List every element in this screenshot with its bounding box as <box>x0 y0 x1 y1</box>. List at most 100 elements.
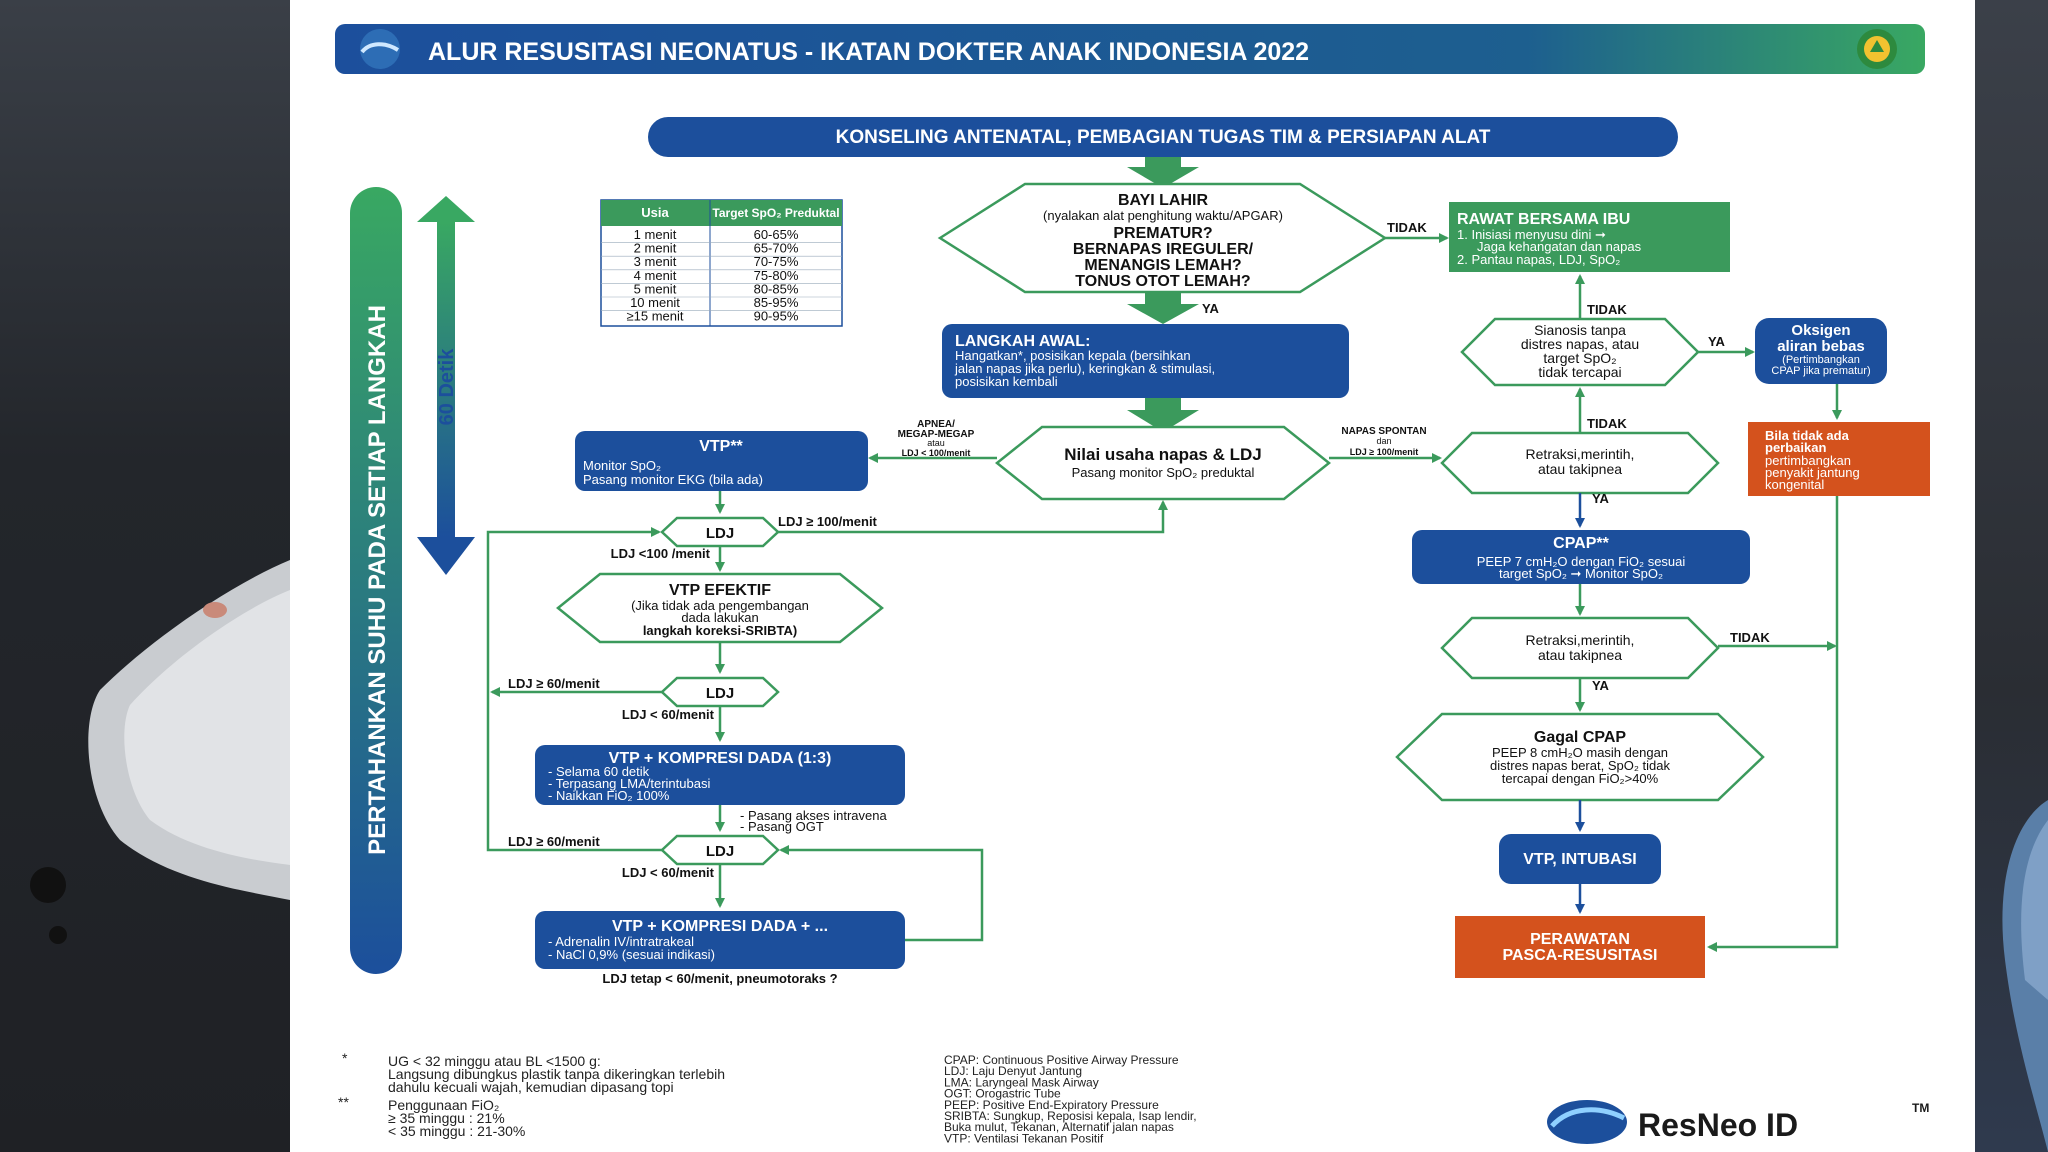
table-cell-age: ≥15 menit <box>627 309 684 324</box>
table-cell-target: 75-80% <box>754 268 799 283</box>
edge-bila-perawatan <box>1707 496 1839 952</box>
oksigen-box <box>1755 318 1887 384</box>
gagal-l1: PEEP 8 cmH₂O masih dengan <box>1492 745 1668 760</box>
label-tidak-1: TIDAK <box>1387 220 1427 235</box>
table-cell-age: 5 menit <box>634 281 677 296</box>
resneo-globe-icon <box>360 29 400 69</box>
bila-l3: pertimbangkan <box>1765 453 1851 468</box>
efektif-title: VTP EFEKTIF <box>669 582 771 599</box>
note-6: < 35 minggu : 21-30% <box>388 1123 525 1139</box>
gagal-cpap-hexagon <box>1395 712 1765 802</box>
kompresi-l3: - Naikkan FiO₂ 100% <box>548 788 670 803</box>
nilai-title: Nilai usaha napas & LDJ <box>1064 445 1261 464</box>
label-akses-2: - Pasang OGT <box>740 819 824 834</box>
temp-label: PERTAHANKAN SUHU PADA SETIAP LANGKAH <box>364 305 391 855</box>
label-ya-2: YA <box>1708 334 1725 349</box>
brand-tm: TM <box>1912 1101 1929 1115</box>
bila-l2: perbaikan <box>1765 440 1826 455</box>
bayi-q4: TONUS OTOT LEMAH? <box>1075 273 1250 290</box>
arrow-down-2 <box>1127 292 1199 324</box>
cpap-l2: target SpO₂ ➞ Monitor SpO₂ <box>1499 566 1663 581</box>
vtp-box <box>575 431 868 491</box>
label-atau: atau <box>927 438 945 448</box>
note-4: Penggunaan FiO₂ <box>388 1097 499 1113</box>
note-2: Langsung dibungkus plastik tanpa dikerin… <box>388 1066 725 1082</box>
table-cell-age: 4 menit <box>634 268 677 283</box>
label-tidak-2: TIDAK <box>1587 302 1627 317</box>
label-tidak-3: TIDAK <box>1587 416 1627 431</box>
abbreviation-line: PEEP: Positive End-Expiratory Pressure <box>944 1098 1159 1112</box>
table-cell-age: 2 menit <box>634 241 677 256</box>
sianosis-l2: distres napas, atau <box>1521 336 1639 352</box>
note-star-1: * <box>342 1050 348 1066</box>
oksigen-title2: aliran bebas <box>1777 338 1865 355</box>
nilai-sub: Pasang monitor SpO₂ preduktal <box>1072 465 1255 480</box>
temp-bar <box>350 187 402 974</box>
table-cell-target: 70-75% <box>754 254 799 269</box>
table-cell-age: 3 menit <box>634 254 677 269</box>
ldj-1: LDJ <box>706 525 734 542</box>
bayi-title: BAYI LAHIR <box>1118 192 1209 209</box>
footnotes: * UG < 32 minggu atau BL <1500 g: Langsu… <box>338 1050 725 1139</box>
gagal-title: Gagal CPAP <box>1534 729 1627 746</box>
edge-ldj1-nilai <box>778 500 1168 534</box>
retraksi1-l2: atau takipnea <box>1538 461 1622 477</box>
label-ldj-ge60-1: LDJ ≥ 60/menit <box>508 676 600 691</box>
vtp-title: VTP** <box>699 438 743 455</box>
abbreviations: CPAP: Continuous Positive Airway Pressur… <box>944 1053 1197 1145</box>
table-cell-target: 60-65% <box>754 227 799 242</box>
efektif-l2: dada lakukan <box>681 610 758 625</box>
vtp-efektif-hexagon <box>556 572 884 644</box>
label-ldj-ge60-2: LDJ ≥ 60/menit <box>508 834 600 849</box>
table-cell-age: 1 menit <box>634 227 677 242</box>
cpap-l1: PEEP 7 cmH₂O dengan FiO₂ sesuai <box>1477 554 1686 569</box>
label-napas-3: LDJ ≥ 100/menit <box>1350 447 1418 457</box>
flowchart-document: ALUR RESUSITASI NEONATUS - IKATAN DOKTER… <box>290 0 1975 1152</box>
gagal-l2: distres napas berat, SpO₂ tidak <box>1490 758 1670 773</box>
abbreviation-line: CPAP: Continuous Positive Airway Pressur… <box>944 1053 1179 1067</box>
vtp-l2: Pasang monitor EKG (bila ada) <box>583 472 763 487</box>
label-ldj-final: LDJ tetap < 60/menit, pneumotoraks ? <box>602 971 837 986</box>
sianosis-l1: Sianosis tanpa <box>1534 322 1626 338</box>
cpap-box <box>1412 530 1750 584</box>
arrow-down-3 <box>1127 398 1199 432</box>
bila-tidak-box <box>1748 422 1930 496</box>
kompresi2-l1: - Adrenalin IV/intratrakeal <box>548 934 694 949</box>
sianosis-l4: tidak tercapai <box>1538 364 1621 380</box>
note-1: UG < 32 minggu atau BL <1500 g: <box>388 1053 601 1069</box>
resneo-globe-icon-large <box>1547 1100 1627 1144</box>
ldj-3: LDJ <box>706 843 734 860</box>
abbreviation-line: SRIBTA: Sungkup, Reposisi kepala, Isap l… <box>944 1109 1197 1123</box>
brand-name: ResNeo ID <box>1638 1107 1798 1143</box>
kompresi2-title: VTP + KOMPRESI DADA + ... <box>612 918 828 935</box>
kompresi2-box <box>535 911 905 969</box>
langkah-l2: jalan napas jika perlu), keringkan & sti… <box>954 361 1215 376</box>
retraksi2-l2: atau takipnea <box>1538 647 1622 663</box>
bayi-q2: BERNAPAS IREGULER/ <box>1073 241 1254 258</box>
gagal-l3: tercapai dengan FiO₂>40% <box>1502 771 1659 786</box>
idai-logo-icon <box>1857 29 1897 69</box>
bayi-sub: (nyalakan alat penghitung waktu/APGAR) <box>1043 208 1283 223</box>
ldj-2: LDJ <box>706 685 734 702</box>
label-ya-3: YA <box>1592 491 1609 506</box>
label-ya-1: YA <box>1202 301 1219 316</box>
table-cell-target: 85-95% <box>754 295 799 310</box>
resneo-logo: ResNeo ID TM <box>1547 1100 1929 1144</box>
vtp-l1: Monitor SpO₂ <box>583 458 661 473</box>
abbreviation-line: OGT: Orogastric Tube <box>944 1087 1061 1101</box>
background-photo-right <box>1975 0 2048 1152</box>
label-ldj-lt60-2: LDJ < 60/menit <box>622 865 715 880</box>
abbreviation-line: LDJ: Laju Denyut Jantung <box>944 1064 1082 1078</box>
label-ldj-ge100: LDJ ≥ 100/menit <box>778 514 878 529</box>
langkah-l1: Hangatkan*, posisikan kepala (bersihkan <box>955 348 1191 363</box>
langkah-l3: posisikan kembali <box>955 374 1058 389</box>
retraksi1-l1: Retraksi,merintih, <box>1526 446 1635 462</box>
retraksi-hexagon-2 <box>1440 616 1720 680</box>
table-cell-age: 10 menit <box>630 295 680 310</box>
cpap-title: CPAP** <box>1553 535 1609 552</box>
label-ldj-lt100b: LDJ <100 /menit <box>611 546 711 561</box>
langkah-awal-box <box>942 324 1349 398</box>
bayi-q3: MENANGIS LEMAH? <box>1084 257 1241 274</box>
top-bar <box>648 117 1678 157</box>
